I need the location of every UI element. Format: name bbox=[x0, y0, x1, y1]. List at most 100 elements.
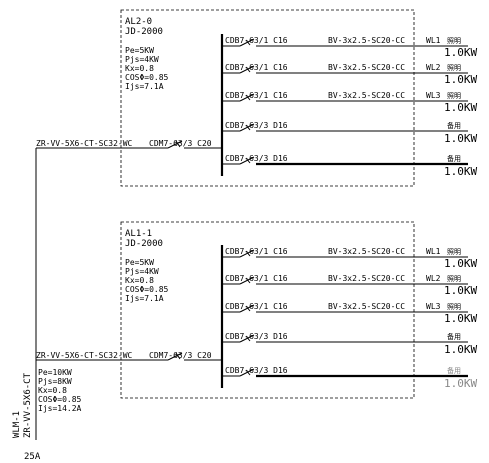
main-param: Ijs=14.2A bbox=[38, 404, 82, 413]
branch-breaker-tick bbox=[245, 335, 251, 342]
branch-cable-label: BV-3x2.5-SC20-CC bbox=[328, 91, 405, 100]
branch-use: 照明 bbox=[447, 92, 461, 100]
branch-breaker-switch bbox=[239, 304, 255, 313]
main-param: Kx=0.8 bbox=[38, 386, 67, 395]
branch-circuit: CDB7-63/3 D16 备用 1.0KW bbox=[222, 366, 477, 390]
panel-param: Pe=5KW bbox=[125, 258, 154, 267]
branch-breaker-label: CDB7-63/1 C16 bbox=[225, 247, 288, 256]
branch-cable-label: BV-3x2.5-SC20-CC bbox=[328, 36, 405, 45]
panel-param: COSΦ=0.85 bbox=[125, 73, 169, 82]
panel-model: JD-2000 bbox=[125, 239, 163, 249]
incoming-breaker-tick bbox=[175, 352, 181, 360]
panel-param: Pjs=4KW bbox=[125, 55, 159, 64]
panel-al2-0: AL2-0 JD-2000 Pe=5KW Pjs=4KW Kx=0.8 COSΦ… bbox=[36, 9, 477, 187]
branch-power: 1.0KW bbox=[444, 343, 477, 356]
branch-power: 1.0KW bbox=[444, 73, 477, 86]
branch-id: WL2 bbox=[426, 274, 441, 283]
main-param: Pjs=8KW bbox=[38, 377, 72, 386]
branch-power: 1.0KW bbox=[444, 377, 477, 390]
branch-breaker-tick bbox=[245, 277, 251, 284]
branch-breaker-tick bbox=[245, 157, 251, 164]
branch-breaker-switch bbox=[239, 334, 255, 343]
branch-use: 备用 bbox=[447, 366, 461, 375]
main-param: Pe=10KW bbox=[38, 368, 72, 377]
branch-use: 备用 bbox=[447, 332, 461, 341]
branch-breaker-switch bbox=[239, 368, 255, 377]
branch-breaker-label: CDB7-63/1 C16 bbox=[225, 36, 288, 45]
branch-use: 照明 bbox=[447, 248, 461, 256]
panel-al1-1: AL1-1 JD-2000 Pe=5KW Pjs=4KW Kx=0.8 COSΦ… bbox=[36, 221, 477, 399]
branch-use: 照明 bbox=[447, 303, 461, 311]
branch-breaker-label: CDB7-63/1 C16 bbox=[225, 63, 288, 72]
branch-breaker-tick bbox=[245, 124, 251, 131]
main-param: COSΦ=0.85 bbox=[38, 395, 82, 404]
branch-cable-label: BV-3x2.5-SC20-CC bbox=[328, 63, 405, 72]
branch-circuit: CDB7-63/1 C16 BV-3x2.5-SC20-CC WL2 照明 1.… bbox=[222, 274, 477, 297]
branch-circuit: CDB7-63/1 C16 BV-3x2.5-SC20-CC WL1 照明 1.… bbox=[222, 247, 477, 270]
branch-circuit: CDB7-63/3 D16 备用 1.0KW bbox=[222, 154, 477, 178]
branch-breaker-label: CDB7-63/1 C16 bbox=[225, 274, 288, 283]
branch-breaker-switch bbox=[239, 156, 255, 165]
branch-breaker-tick bbox=[245, 305, 251, 312]
main-breaker-rating: 25A bbox=[24, 452, 41, 462]
branch-cable-label: BV-3x2.5-SC20-CC bbox=[328, 274, 405, 283]
panel-boundary bbox=[120, 9, 415, 187]
branch-power: 1.0KW bbox=[444, 132, 477, 145]
incoming-breaker-label: CDM7-63/3 C20 bbox=[149, 351, 212, 360]
branch-power: 1.0KW bbox=[444, 101, 477, 114]
panel-param: Pjs=4KW bbox=[125, 267, 159, 276]
branch-power: 1.0KW bbox=[444, 257, 477, 270]
incoming-breaker-switch bbox=[167, 140, 183, 149]
branch-breaker-switch bbox=[239, 249, 255, 258]
branch-breaker-label: CDB7-63/1 C16 bbox=[225, 302, 288, 311]
panel-param: Kx=0.8 bbox=[125, 276, 154, 285]
branch-breaker-tick bbox=[245, 369, 251, 376]
branch-use: 备用 bbox=[447, 121, 461, 130]
incoming-breaker-label: CDM7-63/3 C20 bbox=[149, 139, 212, 148]
incoming-breaker-switch bbox=[167, 352, 183, 361]
branch-circuit: CDB7-63/1 C16 BV-3x2.5-SC20-CC WL1 照明 1.… bbox=[222, 36, 477, 59]
panel-param: Kx=0.8 bbox=[125, 64, 154, 73]
panel-boundary bbox=[120, 221, 415, 399]
branch-power: 1.0KW bbox=[444, 165, 477, 178]
branch-breaker-tick bbox=[245, 94, 251, 101]
branch-breaker-tick bbox=[245, 250, 251, 257]
branch-power: 1.0KW bbox=[444, 284, 477, 297]
branch-circuit: CDB7-63/3 D16 备用 1.0KW bbox=[222, 121, 477, 145]
branch-power: 1.0KW bbox=[444, 312, 477, 325]
branch-id: WL2 bbox=[426, 63, 441, 72]
branch-breaker-label: CDB7-63/1 C16 bbox=[225, 91, 288, 100]
incoming-cable-label: ZR-VV-5X6-CT-SC32-WC bbox=[36, 139, 133, 148]
panel-param: Ijs=7.1A bbox=[125, 82, 164, 91]
branch-circuit: CDB7-63/1 C16 BV-3x2.5-SC20-CC WL3 照明 1.… bbox=[222, 302, 477, 325]
branch-use: 备用 bbox=[447, 154, 461, 163]
main-feeder-cable: ZR-VV-5X6-CT bbox=[23, 372, 33, 438]
branch-breaker-switch bbox=[239, 276, 255, 285]
panel-name: AL2-0 bbox=[125, 17, 152, 27]
main-feeder: WLM-1 ZR-VV-5X6-CT 25A Pe=10KW Pjs=8KW K… bbox=[12, 148, 82, 462]
branch-power: 1.0KW bbox=[444, 46, 477, 59]
branch-id: WL3 bbox=[426, 91, 441, 100]
branch-breaker-switch bbox=[239, 123, 255, 132]
branch-breaker-label: CDB7-63/3 D16 bbox=[225, 332, 288, 341]
panel-name: AL1-1 bbox=[125, 229, 152, 239]
panel-param: COSΦ=0.85 bbox=[125, 285, 169, 294]
branch-circuit: CDB7-63/1 C16 BV-3x2.5-SC20-CC WL3 照明 1.… bbox=[222, 91, 477, 114]
branch-id: WL3 bbox=[426, 302, 441, 311]
branch-breaker-switch bbox=[239, 38, 255, 47]
branch-id: WL1 bbox=[426, 247, 441, 256]
branch-breaker-tick bbox=[245, 39, 251, 46]
branch-circuit: CDB7-63/3 D16 备用 1.0KW bbox=[222, 332, 477, 356]
branch-cable-label: BV-3x2.5-SC20-CC bbox=[328, 247, 405, 256]
branch-breaker-label: CDB7-63/3 D16 bbox=[225, 121, 288, 130]
branch-breaker-label: CDB7-63/3 D16 bbox=[225, 366, 288, 375]
branch-breaker-switch bbox=[239, 93, 255, 102]
panel-param: Ijs=7.1A bbox=[125, 294, 164, 303]
branch-breaker-switch bbox=[239, 65, 255, 74]
main-feeder-id: WLM-1 bbox=[12, 411, 22, 438]
branch-use: 照明 bbox=[447, 64, 461, 72]
branch-id: WL1 bbox=[426, 36, 441, 45]
panel-param: Pe=5KW bbox=[125, 46, 154, 55]
branch-circuit: CDB7-63/1 C16 BV-3x2.5-SC20-CC WL2 照明 1.… bbox=[222, 63, 477, 86]
